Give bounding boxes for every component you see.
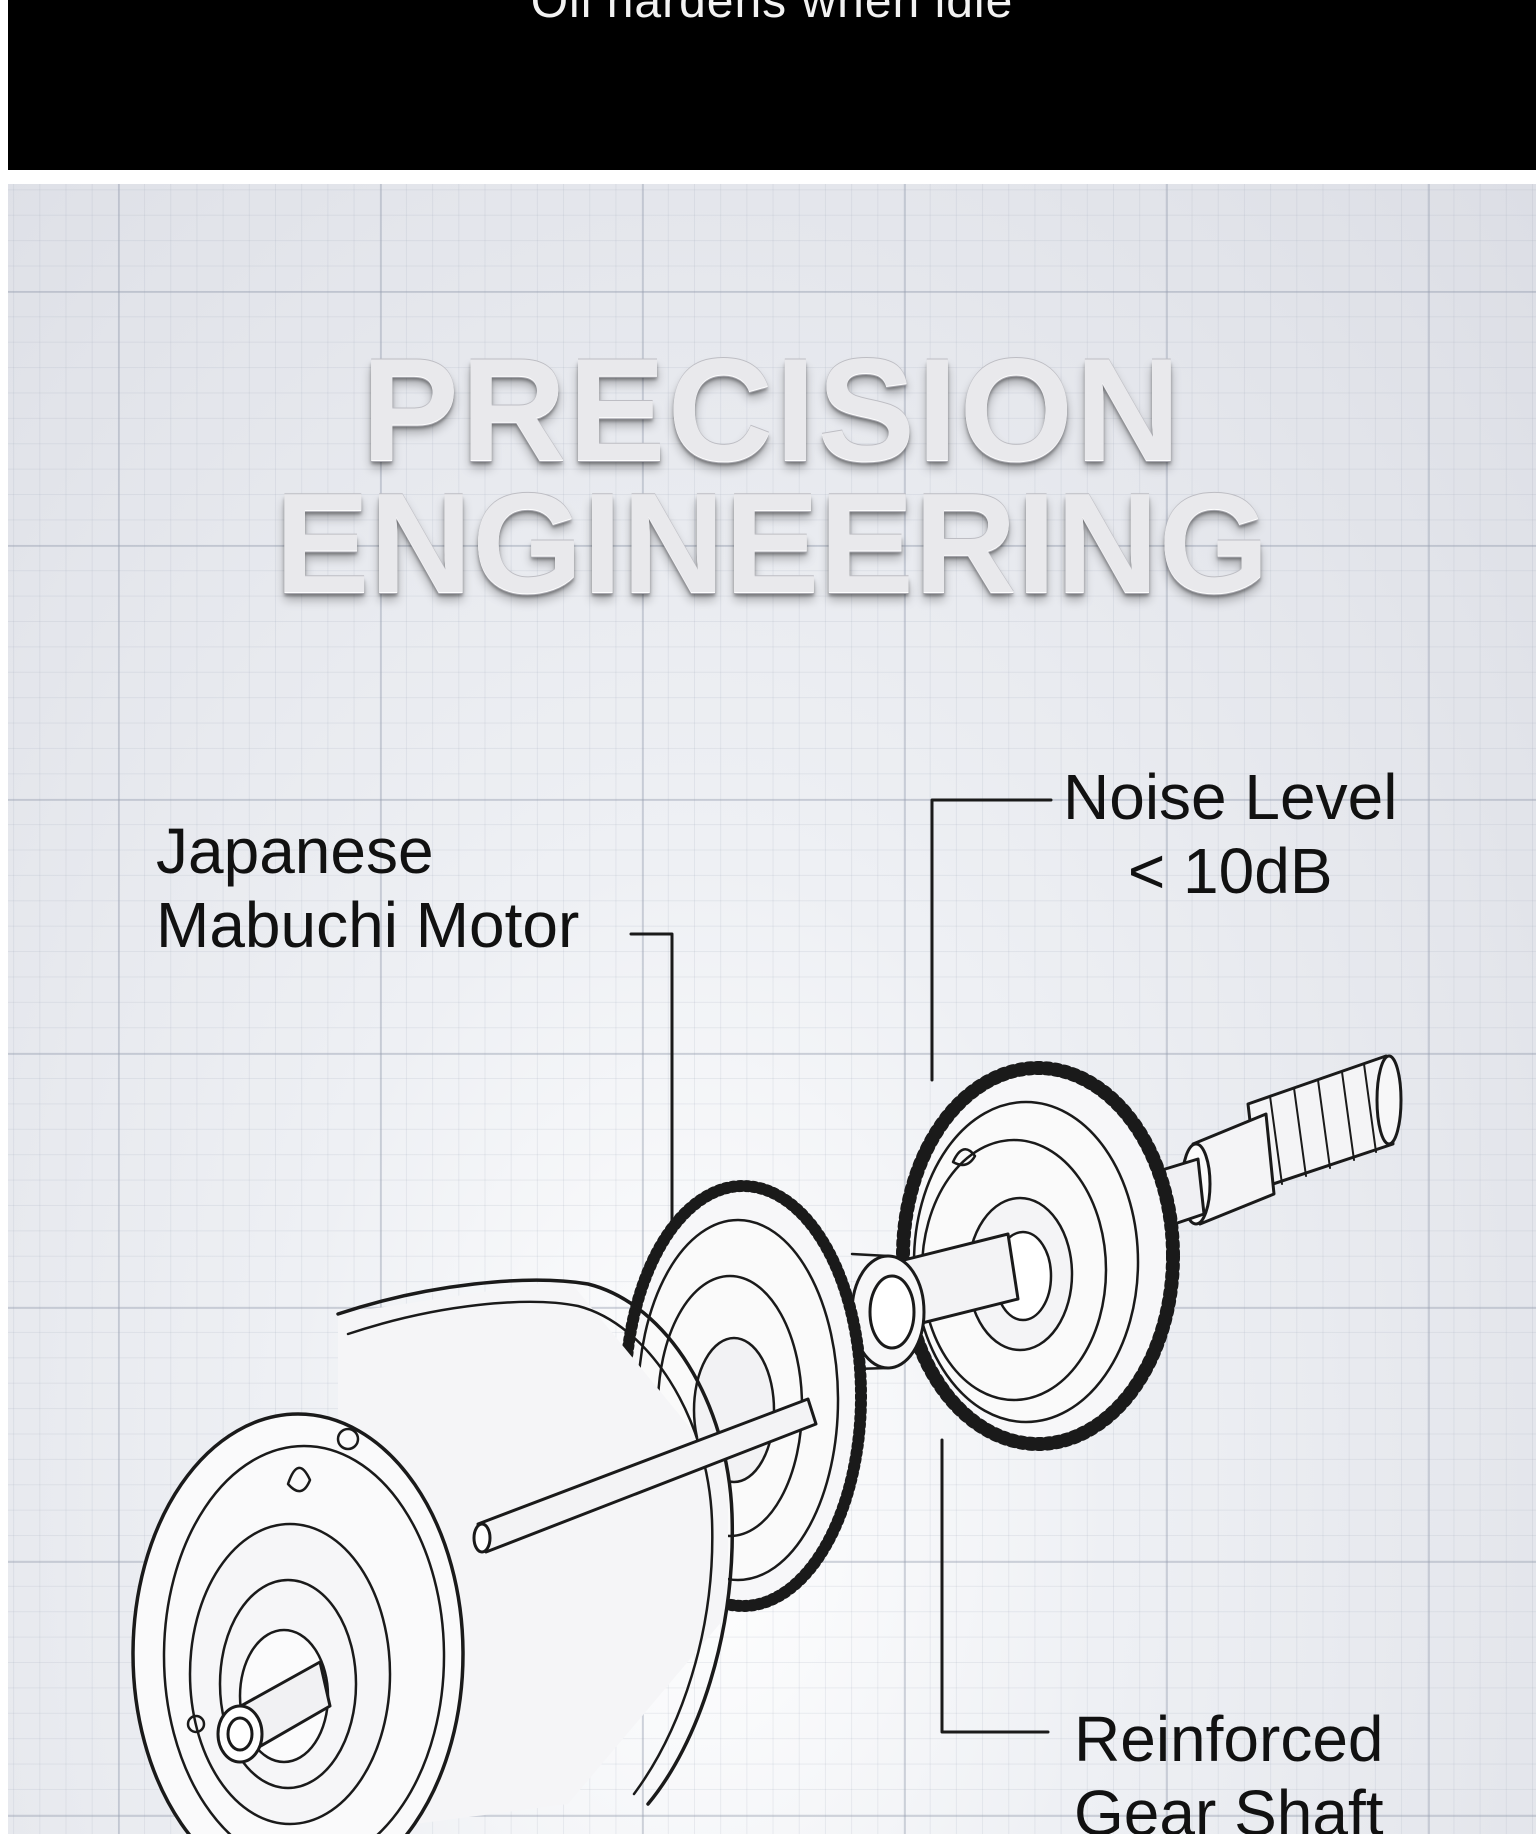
title-line-2: ENGINEERING — [274, 464, 1270, 623]
connecting-rod — [472, 1397, 818, 1554]
blueprint-panel: PRECISION ENGINEERING — [8, 184, 1536, 1834]
gear-motor-illustration — [131, 798, 1403, 1834]
callout-noise-line2: < 10dB — [1127, 835, 1333, 907]
callout-motor: Japanese Mabuchi Motor — [156, 814, 579, 962]
motor-leader-line — [629, 932, 674, 1251]
callout-shaft: Reinforced Gear Shaft — [1074, 1702, 1384, 1834]
callout-noise: Noise Level < 10dB — [1063, 760, 1397, 908]
callout-shaft-line1: Reinforced — [1074, 1703, 1384, 1775]
top-caption: Oil hardens when idle — [530, 0, 1014, 28]
shaft-leader-line — [940, 1438, 1050, 1734]
callout-motor-line2: Mabuchi Motor — [156, 889, 580, 961]
callout-lines — [629, 798, 1053, 1734]
noise-leader-line — [930, 798, 1053, 1082]
callout-shaft-line2: Gear Shaft — [1074, 1777, 1384, 1834]
motor-body — [131, 1278, 735, 1834]
callout-noise-line1: Noise Level — [1063, 761, 1398, 833]
callout-motor-line1: Japanese — [156, 815, 434, 887]
title-line-1: PRECISION — [361, 328, 1183, 491]
top-banner: Oil hardens when idle — [8, 0, 1536, 170]
